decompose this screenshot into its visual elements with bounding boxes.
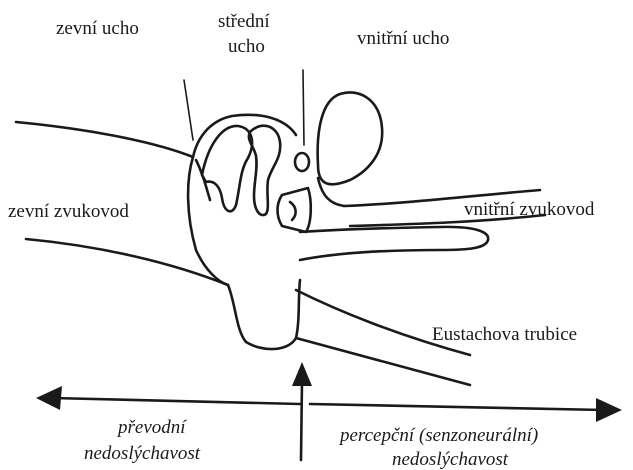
- label-sensorineural-line2: nedoslýchavost: [392, 449, 509, 470]
- stapes-footplate: [290, 202, 296, 220]
- label-outer-ear: zevní ucho: [56, 18, 139, 39]
- cochlea-labyrinth: [318, 92, 383, 184]
- divider-arrow-up: [292, 362, 312, 460]
- label-eustachian-tube: Eustachova trubice: [432, 324, 577, 345]
- label-conductive-line1: převodní: [116, 417, 187, 438]
- label-middle-ear-line2: ucho: [228, 36, 265, 57]
- incus: [249, 126, 280, 215]
- conductive-arrow: [36, 386, 300, 410]
- label-inner-ear: vnitřní ucho: [357, 28, 449, 49]
- label-conductive-line2: nedoslýchavost: [84, 443, 201, 464]
- divider-middle-inner: [303, 70, 304, 145]
- label-sensorineural-line1: percepční (senzoneurální): [338, 425, 538, 446]
- oval-window: [295, 153, 309, 171]
- middle-ear-cavity: [188, 115, 300, 349]
- label-outer-canal: zevní zvukovod: [8, 201, 129, 222]
- inner-ear: [318, 92, 383, 206]
- label-middle-ear-line1: střední: [218, 11, 270, 32]
- sensorineural-arrow: [310, 398, 622, 422]
- divider-outer-middle: [184, 80, 193, 140]
- ossicles: [202, 126, 311, 232]
